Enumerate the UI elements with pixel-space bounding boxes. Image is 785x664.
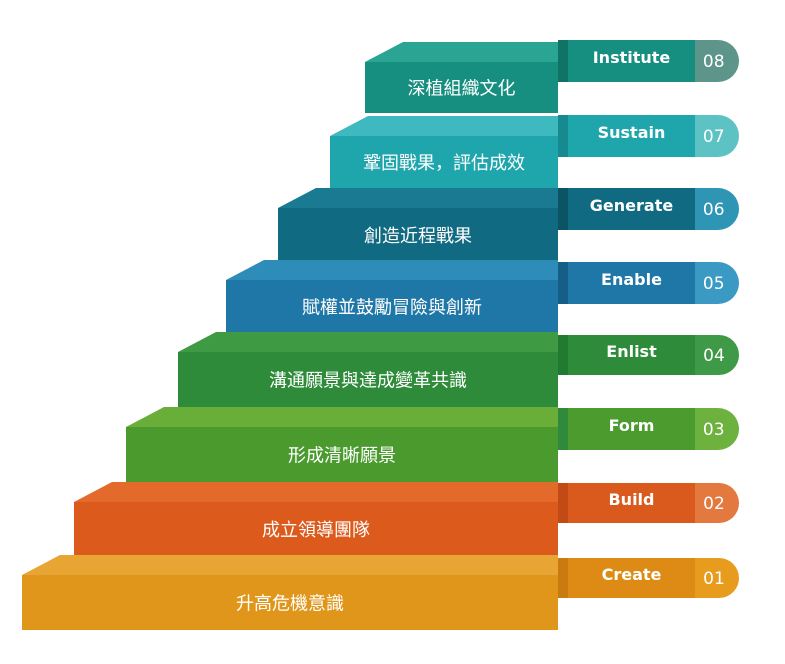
number-badge bbox=[695, 262, 739, 304]
step-label-zh: 溝通願景與達成變革共識 bbox=[269, 371, 467, 392]
tag-body bbox=[568, 115, 695, 157]
step-label-en: Institute bbox=[593, 48, 671, 67]
tag-body bbox=[568, 262, 695, 304]
tag-edge bbox=[558, 558, 568, 598]
step-03: 形成清晰願景 Form 03 bbox=[126, 407, 739, 482]
step-front-face bbox=[226, 280, 558, 333]
number-badge bbox=[695, 335, 739, 375]
step-number: 05 bbox=[703, 274, 725, 294]
tag-edge bbox=[558, 335, 568, 375]
step-label-en: Create bbox=[602, 565, 662, 584]
step-label-en: Form bbox=[609, 416, 655, 435]
step-front-face bbox=[330, 136, 558, 188]
step-front-face bbox=[22, 575, 558, 630]
number-badge bbox=[695, 188, 739, 230]
step-label-en: Build bbox=[608, 490, 654, 509]
step-08: 深植組織文化 Institute 08 bbox=[365, 40, 739, 113]
tag-edge bbox=[558, 483, 568, 523]
step-04: 溝通願景與達成變革共識 Enlist 04 bbox=[178, 332, 739, 407]
step-number: 03 bbox=[703, 420, 725, 440]
number-badge bbox=[695, 40, 739, 82]
step-top-face bbox=[22, 555, 558, 575]
step-top-face bbox=[74, 482, 558, 502]
step-label-zh: 創造近程戰果 bbox=[364, 226, 472, 247]
step-label-zh: 成立領導團隊 bbox=[262, 520, 370, 541]
step-label-zh: 賦權並鼓勵冒險與創新 bbox=[302, 298, 482, 319]
step-front-face bbox=[178, 352, 558, 407]
tag-edge bbox=[558, 188, 568, 230]
step-front-face bbox=[365, 62, 558, 113]
tag-edge bbox=[558, 40, 568, 82]
number-badge bbox=[695, 483, 739, 523]
step-top-face bbox=[365, 42, 558, 62]
step-top-face bbox=[330, 116, 558, 136]
step-label-en: Enable bbox=[601, 270, 662, 289]
step-label-zh: 升高危機意識 bbox=[236, 594, 344, 615]
step-front-face bbox=[126, 427, 558, 482]
step-top-face bbox=[278, 188, 558, 208]
step-label-en: Enlist bbox=[606, 342, 657, 361]
step-number: 02 bbox=[703, 494, 725, 514]
number-badge bbox=[695, 558, 739, 598]
step-label-zh: 鞏固戰果，評估成效 bbox=[363, 153, 525, 174]
step-06: 創造近程戰果 Generate 06 bbox=[278, 188, 739, 262]
step-label-zh: 深植組織文化 bbox=[408, 79, 516, 100]
tag-body bbox=[568, 408, 695, 450]
tag-edge bbox=[558, 115, 568, 157]
step-number: 06 bbox=[703, 200, 725, 220]
step-number: 08 bbox=[703, 52, 725, 72]
tag-body bbox=[568, 188, 695, 230]
number-badge bbox=[695, 115, 739, 157]
step-02: 成立領導團隊 Build 02 bbox=[74, 482, 739, 556]
step-top-face bbox=[126, 407, 558, 427]
tag-body bbox=[568, 335, 695, 375]
step-number: 01 bbox=[703, 569, 725, 589]
step-front-face bbox=[278, 208, 558, 262]
number-badge bbox=[695, 408, 739, 450]
step-07: 鞏固戰果，評估成效 Sustain 07 bbox=[330, 115, 739, 188]
step-05: 賦權並鼓勵冒險與創新 Enable 05 bbox=[226, 260, 739, 333]
step-front-face bbox=[74, 502, 558, 556]
tag-edge bbox=[558, 408, 568, 450]
step-label-en: Sustain bbox=[598, 123, 666, 142]
step-label-en: Generate bbox=[590, 196, 674, 215]
step-number: 04 bbox=[703, 346, 725, 366]
tag-edge bbox=[558, 262, 568, 304]
step-number: 07 bbox=[703, 127, 725, 147]
step-label-zh: 形成清晰願景 bbox=[288, 446, 396, 467]
tag-body bbox=[568, 40, 695, 82]
tag-body bbox=[568, 558, 695, 598]
step-top-face bbox=[226, 260, 558, 280]
step-01: 升高危機意識 Create 01 bbox=[22, 555, 739, 630]
step-top-face bbox=[178, 332, 558, 352]
tag-body bbox=[568, 483, 695, 523]
